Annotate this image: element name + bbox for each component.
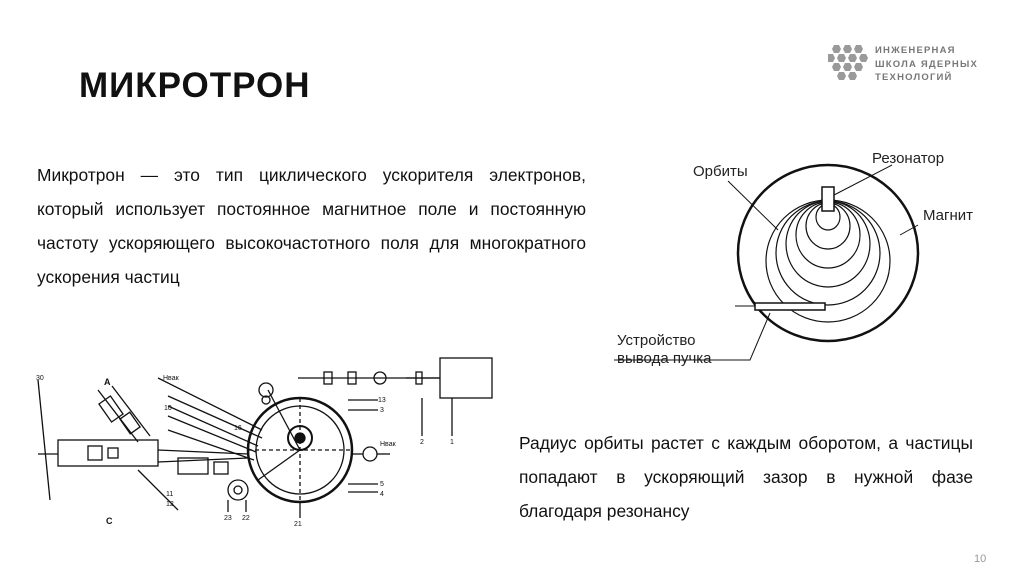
schematic-label-21: 21 (294, 521, 302, 528)
label-resonator: Резонатор (872, 150, 944, 167)
schematic-label-23: 23 (224, 515, 232, 522)
resonator-rect (821, 186, 835, 212)
logo-line-2: ШКОЛА ЯДЕРНЫХ (875, 58, 979, 70)
logo-text: ИНЖЕНЕРНАЯ ШКОЛА ЯДЕРНЫХ ТЕХНОЛОГИЙ (875, 44, 978, 85)
schematic-label-2: 2 (420, 439, 424, 446)
schematic-label-11: 11 (166, 491, 173, 498)
schematic-label-13: 13 (378, 397, 386, 404)
logo-line-1: ИНЖЕНЕРНАЯ (875, 45, 956, 56)
microtron-principle-diagram: Орбиты Резонатор Магнит Устройство вывод… (614, 150, 973, 367)
honeycomb-logo-icon (828, 45, 868, 80)
label-extractor-2: вывода пучка (617, 350, 712, 367)
label-orbits: Орбиты (693, 163, 748, 180)
schematic-label-c: C (106, 516, 113, 526)
label-magnet: Магнит (923, 207, 973, 224)
schematic-label-nvac-1: Нвак (163, 375, 180, 382)
page-number: 10 (974, 553, 987, 565)
schematic-label-3: 3 (380, 407, 384, 414)
label-extractor-1: Устройство (617, 332, 695, 349)
schematic-label-16: 16 (234, 425, 242, 432)
microtron-schematic-drawing: A C Нвак Нвак 10 11 12 13 3 5 4 2 1 30 2… (36, 357, 493, 528)
extraction-device (754, 302, 826, 311)
orbit-resonance-note: Радиус орбиты растет с каждым оборотом, … (519, 433, 973, 521)
slide-title: МИКРОТРОН (79, 66, 311, 105)
microtron-definition: Микротрон — это тип циклического ускорит… (37, 165, 586, 287)
school-logo: ИНЖЕНЕРНАЯ ШКОЛА ЯДЕРНЫХ ТЕХНОЛОГИЙ (828, 43, 998, 85)
schematic-label-1: 1 (450, 439, 454, 446)
schematic-label-a: A (104, 377, 111, 387)
schematic-label-12: 12 (166, 501, 174, 508)
schematic-label-30: 30 (36, 375, 44, 382)
schematic-label-5: 5 (380, 481, 384, 488)
schematic-label-4: 4 (380, 491, 384, 498)
schematic-label-nvac-2: Нвак (380, 441, 397, 448)
schematic-label-10: 10 (164, 405, 172, 412)
schematic-label-22: 22 (242, 515, 250, 522)
magnet-outline (736, 163, 920, 343)
logo-line-3: ТЕХНОЛОГИЙ (875, 72, 953, 83)
